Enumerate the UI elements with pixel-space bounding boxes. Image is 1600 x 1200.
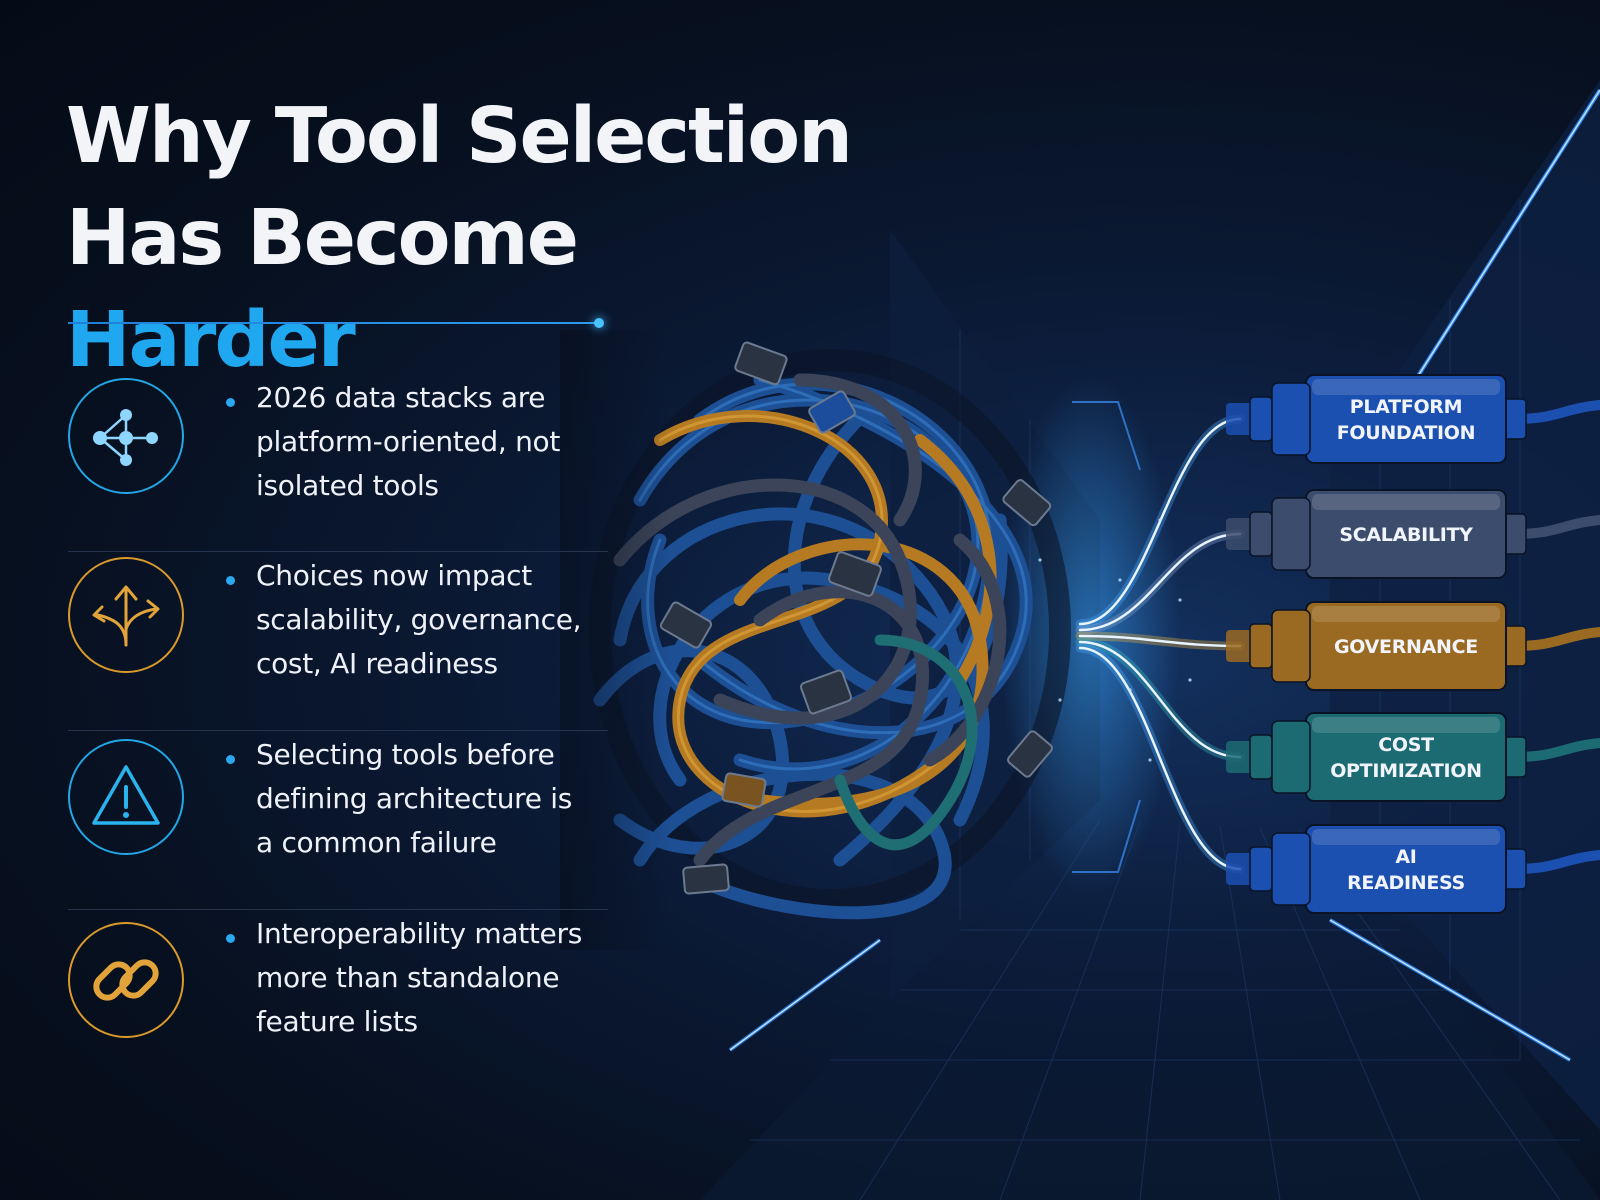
sparkle [1188,678,1192,682]
network-nodes-icon [68,378,184,494]
module-left-cap [1226,518,1256,550]
title-line-2: Has Become Harder [66,188,866,392]
module-left-collar [1249,846,1273,892]
sparkle [1058,698,1062,702]
bullet-list: 2026 data stacks are platform-oriented, … [68,372,608,1088]
module-end-cap [1271,609,1311,683]
module-left-cap [1226,741,1256,773]
converging-cables [1038,400,1600,874]
branching-arrows-icon [68,557,184,673]
module-left-cap [1226,630,1256,662]
bullet-text: Choices now impact scalability, governan… [256,559,582,680]
bullet-dot [226,755,235,764]
module-label: FOUNDATION [1337,422,1476,444]
module-label: SCALABILITY [1339,524,1473,546]
cable-core [1078,532,1242,632]
sparkle [1038,558,1042,562]
module-left-collar [1249,734,1273,780]
module-end-cap [1271,497,1311,571]
bullet-dot [226,576,235,585]
bullet-row-interop: Interoperability matters more than stand… [68,909,608,1088]
module-3: GOVERNANCE [1226,601,1527,691]
module-left-cap [1226,403,1256,435]
module-label: OPTIMIZATION [1330,760,1482,782]
bullet-row-failure: Selecting tools before defining architec… [68,730,608,909]
module-2: SCALABILITY [1226,489,1527,579]
module-highlight [1312,494,1500,510]
module-end-cap [1271,382,1311,456]
sparkle [1128,688,1132,692]
title-line-2-prefix: Has Become [66,194,579,283]
module-left-cap [1226,853,1256,885]
bullet-text: Selecting tools before defining architec… [256,738,573,859]
module-highlight [1312,379,1500,395]
module-highlight [1312,606,1500,622]
chain-link-icon [68,922,184,1038]
module-left-collar [1249,511,1273,557]
bullet-dot [226,398,235,407]
module-label: PLATFORM [1350,396,1463,418]
sparkle [1148,758,1152,762]
module-left-collar [1249,396,1273,442]
module-4: COST OPTIMIZATION [1226,712,1527,802]
title-line-1: Why Tool Selection [66,92,853,181]
cable-core [1078,640,1242,759]
module-1: PLATFORM FOUNDATION [1226,374,1527,464]
sparkle [1178,598,1182,602]
warning-triangle-icon [68,739,184,855]
module-5: AI READINESS [1226,824,1527,914]
title-divider [68,322,598,324]
module-label: AI [1395,846,1416,868]
bullet-text: Interoperability matters more than stand… [256,917,582,1038]
page-title: Why Tool Selection Has Become Harder [66,86,866,392]
bullet-text: 2026 data stacks are platform-oriented, … [256,381,561,502]
cable-core [1078,646,1242,871]
module-left-collar [1249,623,1273,669]
module-label: READINESS [1347,872,1465,894]
module-end-cap [1271,832,1311,906]
sparkle [1158,518,1162,522]
bullet-row-platform: 2026 data stacks are platform-oriented, … [68,372,608,551]
cable-core [1078,634,1242,648]
title-accent-word: Harder [66,296,356,385]
module-highlight [1312,717,1500,733]
module-highlight [1312,829,1500,845]
module-end-cap [1271,720,1311,794]
sparkle [1118,578,1122,582]
module-label: GOVERNANCE [1334,636,1478,658]
module-stack: PLATFORM FOUNDATION SCALABILITY GOVERNANCE C… [1226,374,1527,914]
bullet-row-impact: Choices now impact scalability, governan… [68,551,608,730]
module-label: COST [1378,734,1434,756]
title-divider-dot [594,318,604,328]
bullet-dot [226,934,235,943]
